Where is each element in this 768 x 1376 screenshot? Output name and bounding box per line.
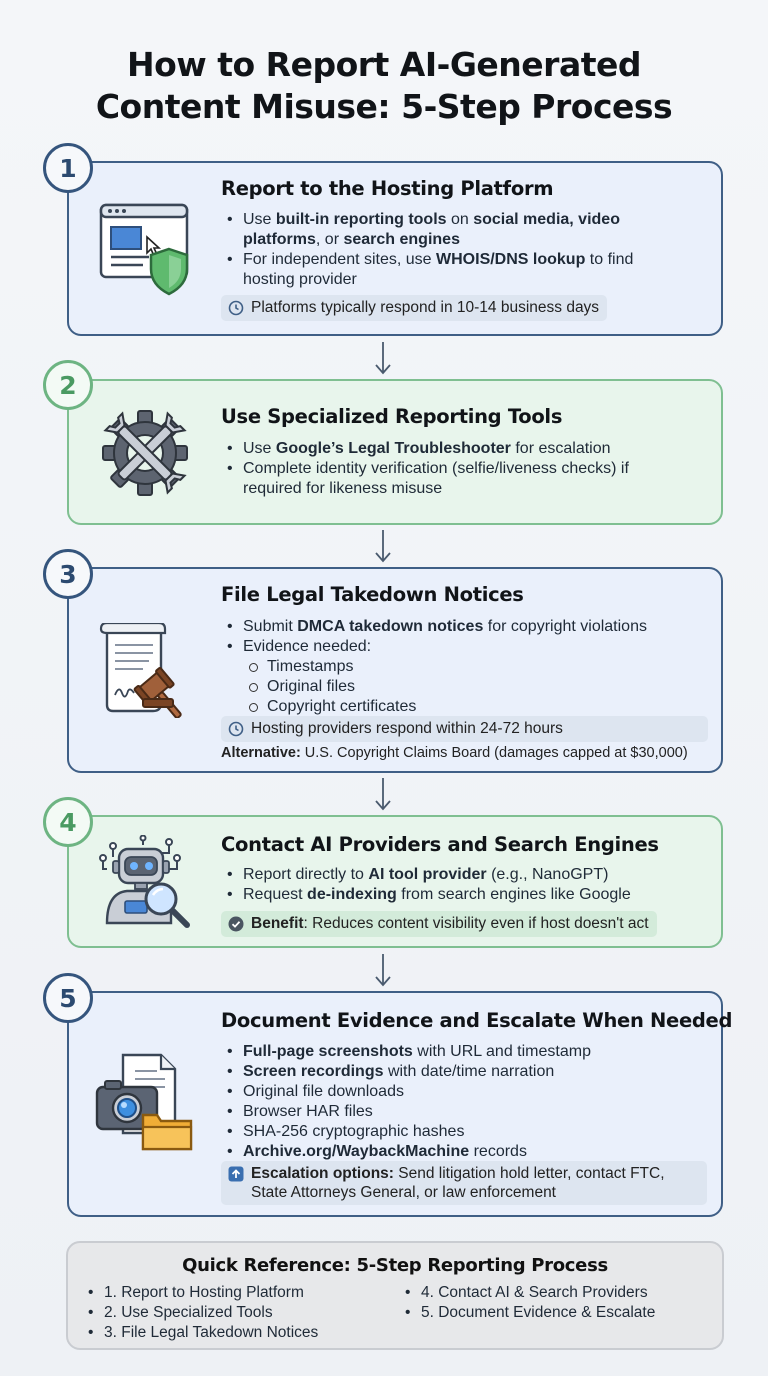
document-gavel-icon	[99, 621, 194, 723]
step-1-card: Report to the Hosting Platform Use built…	[67, 161, 723, 336]
step-3-title: File Legal Takedown Notices	[221, 583, 524, 606]
step-3-card: File Legal Takedown Notices Submit DMCA …	[67, 567, 723, 773]
flow-arrow-2-3	[375, 530, 391, 563]
camera-folder-icon	[95, 1051, 195, 1156]
quick-reference-item: 2. Use Specialized Tools	[84, 1303, 318, 1323]
check-circle-icon	[228, 916, 244, 932]
step-2-bullet-1: Use Google’s Legal Troubleshooter for es…	[221, 439, 691, 459]
evidence-sub-list: Timestamps Original files Copyright cert…	[243, 657, 701, 717]
step-5-bullet-4: Browser HAR files	[221, 1102, 691, 1122]
quick-reference-item: 4. Contact AI & Search Providers	[401, 1283, 655, 1303]
step-1-bullet-2: For independent sites, use WHOIS/DNS loo…	[221, 250, 671, 290]
step-5-bullet-1: Full-page screenshots with URL and times…	[221, 1042, 691, 1062]
quick-reference-column-2: 4. Contact AI & Search Providers 5. Docu…	[401, 1283, 655, 1323]
step-3-alternative-note: Alternative: U.S. Copyright Claims Board…	[221, 745, 688, 761]
step-4-bullet-list: Report directly to AI tool provider (e.g…	[221, 865, 701, 905]
step-3-bullet-list: Submit DMCA takedown notices for copyrig…	[221, 617, 701, 717]
browser-shield-icon	[97, 203, 197, 303]
evidence-item-2: Original files	[243, 677, 701, 697]
step-1-timing-note: Platforms typically respond in 10-14 bus…	[221, 295, 608, 321]
step-5-number-badge: 5	[43, 973, 93, 1023]
quick-reference-box: Quick Reference: 5-Step Reporting Proces…	[66, 1241, 724, 1350]
step-5-escalation-note: Escalation options: Send litigation hold…	[221, 1161, 707, 1205]
flow-arrow-4-5	[375, 954, 391, 987]
step-4-number-badge: 4	[43, 797, 93, 847]
step-3-timing-note: Hosting providers respond within 24-72 h…	[221, 716, 708, 742]
step-2-title: Use Specialized Reporting Tools	[221, 405, 563, 428]
step-5-bullet-5: SHA-256 cryptographic hashes	[221, 1122, 691, 1142]
step-4-card: Contact AI Providers and Search Engines …	[67, 815, 723, 948]
page-title-line-1: How to Report AI-Generated	[126, 45, 642, 84]
flow-arrow-1-2	[375, 342, 391, 375]
clock-icon	[228, 300, 244, 316]
step-5-card: Document Evidence and Escalate When Need…	[67, 991, 732, 1217]
quick-reference-title: Quick Reference: 5-Step Reporting Proces…	[182, 1255, 608, 1276]
step-3-bullet-2: Evidence needed: Timestamps Original fil…	[221, 637, 701, 717]
step-4-benefit-note: Benefit: Reduces content visibility even…	[221, 911, 657, 937]
page-title: How to Report AI-Generated Content Misus…	[0, 44, 768, 128]
quick-reference-item: 5. Document Evidence & Escalate	[401, 1303, 655, 1323]
step-2-card: Use Specialized Reporting Tools Use Goog…	[67, 379, 723, 525]
step-3-number-badge: 3	[43, 549, 93, 599]
step-1-number-badge: 1	[43, 143, 93, 193]
gear-wrench-icon	[99, 407, 191, 504]
evidence-item-1: Timestamps	[243, 657, 701, 677]
quick-reference-column-1: 1. Report to Hosting Platform 2. Use Spe…	[84, 1283, 318, 1343]
clock-icon	[228, 721, 244, 737]
step-1-bullet-1: Use built-in reporting tools on social m…	[221, 210, 671, 250]
robot-magnifier-icon	[99, 834, 194, 935]
step-4-title: Contact AI Providers and Search Engines	[221, 833, 659, 856]
step-5-title: Document Evidence and Escalate When Need…	[221, 1009, 733, 1032]
step-4-bullet-2: Request de-indexing from search engines …	[221, 885, 701, 905]
step-1-title: Report to the Hosting Platform	[221, 177, 554, 200]
step-5-bullet-6: Archive.org/WaybackMachine records	[221, 1142, 691, 1162]
step-4-bullet-1: Report directly to AI tool provider (e.g…	[221, 865, 701, 885]
quick-reference-item: 1. Report to Hosting Platform	[84, 1283, 318, 1303]
step-5-bullet-list: Full-page screenshots with URL and times…	[221, 1042, 691, 1162]
step-5-bullet-2: Screen recordings with date/time narrati…	[221, 1062, 691, 1082]
step-2-bullet-2: Complete identity verification (selfie/l…	[221, 459, 691, 499]
step-3-bullet-1: Submit DMCA takedown notices for copyrig…	[221, 617, 701, 637]
step-1-bullet-list: Use built-in reporting tools on social m…	[221, 210, 671, 290]
step-2-number-badge: 2	[43, 360, 93, 410]
quick-reference-item: 3. File Legal Takedown Notices	[84, 1323, 318, 1343]
evidence-item-3: Copyright certificates	[243, 697, 701, 717]
step-5-bullet-3: Original file downloads	[221, 1082, 691, 1102]
page-title-line-2: Content Misuse: 5-Step Process	[95, 87, 673, 126]
step-2-bullet-list: Use Google’s Legal Troubleshooter for es…	[221, 439, 691, 499]
flow-arrow-3-4	[375, 778, 391, 811]
arrow-up-icon	[228, 1166, 244, 1182]
